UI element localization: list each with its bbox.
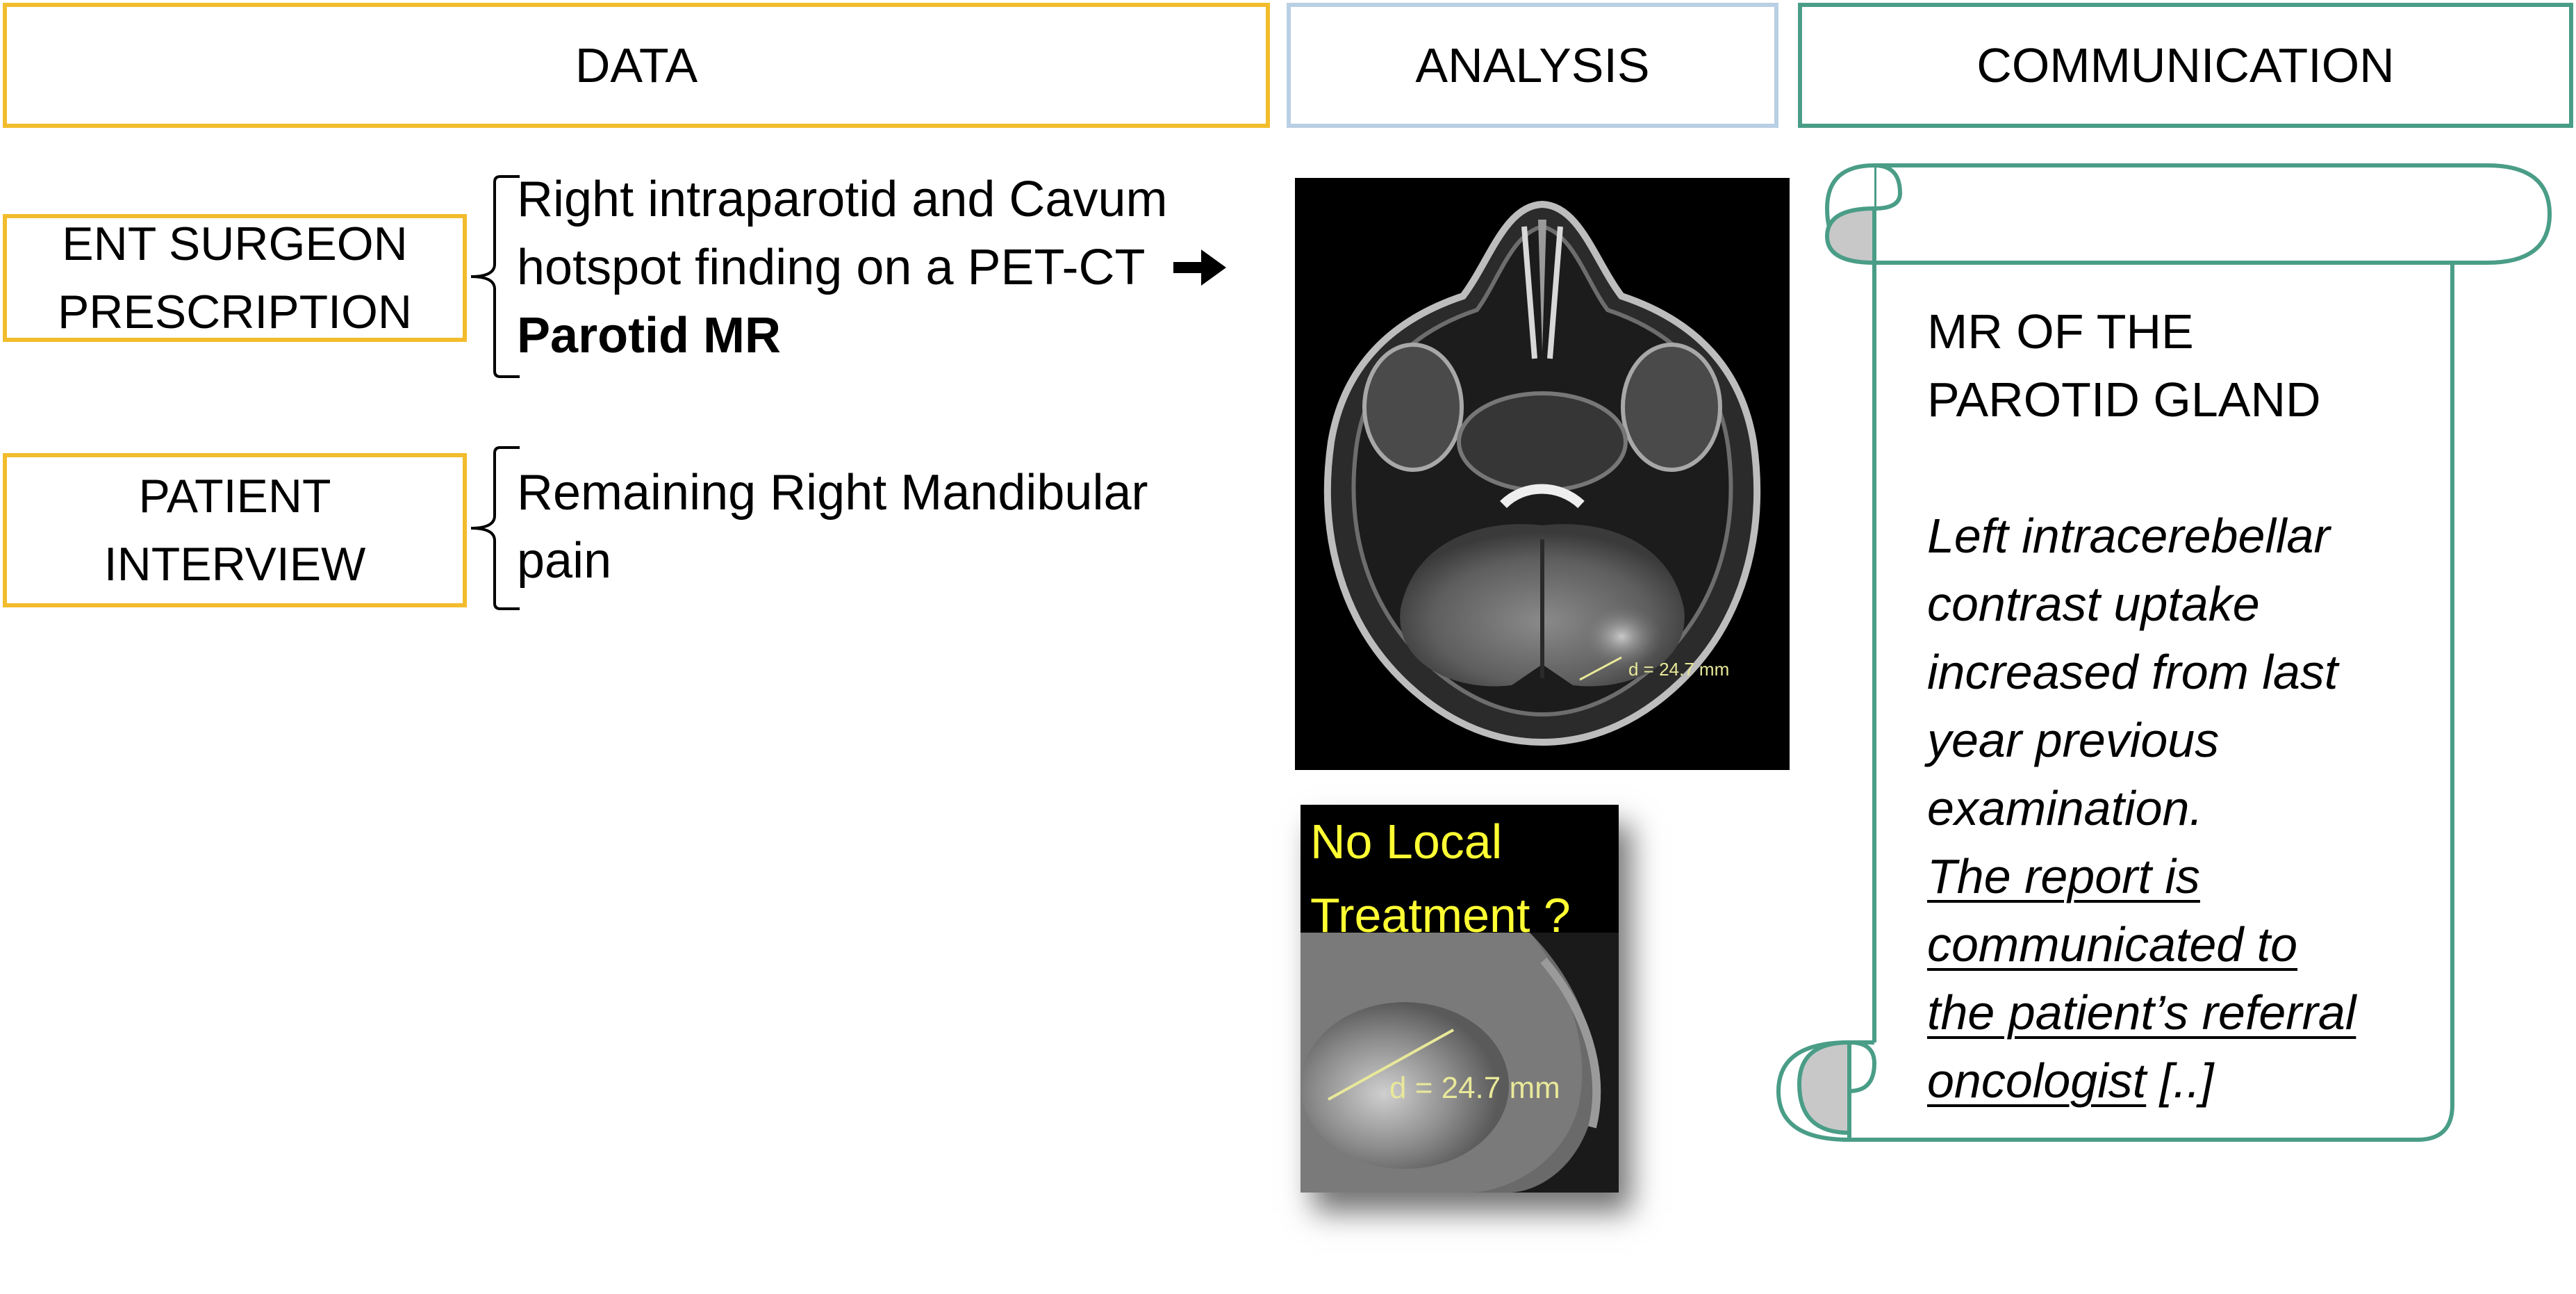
communicated-line: the patient’s referral: [1927, 985, 2356, 1040]
patient-interview-detail: Remaining Right Mandibular pain: [517, 459, 1281, 595]
findings-line: year previous: [1927, 713, 2220, 767]
mri-axial-image: d = 24.7 mm: [1295, 178, 1790, 770]
data-header: DATA: [3, 3, 1270, 128]
brace-icon: [470, 175, 520, 378]
detail-line: Remaining Right Mandibular: [517, 465, 1148, 521]
detail-line: pain: [517, 533, 612, 589]
measurement-line: [1579, 656, 1622, 681]
report-title-line: MR OF THE: [1927, 304, 2194, 359]
analysis-header-label: ANALYSIS: [1415, 38, 1650, 92]
report-ellipsis: [..]: [2159, 1054, 2214, 1108]
detail-line: hotspot finding on a PET-CT: [517, 234, 1281, 302]
data-header-label: DATA: [575, 38, 698, 92]
zoom-measurement-line: [1328, 1029, 1454, 1101]
detail-line: Right intraparotid and Cavum: [517, 172, 1168, 227]
detail-line-bold: Parotid MR: [517, 308, 782, 363]
ent-prescription-detail: Right intraparotid and Cavum hotspot fin…: [517, 165, 1281, 370]
findings-line: contrast uptake: [1927, 577, 2260, 631]
zoomed-lesion-image: d = 24.7 mm: [1301, 933, 1619, 1193]
report-title-line: PAROTID GLAND: [1927, 372, 2321, 427]
zoomed-lesion-panel: No Local Treatment ? d = 24.7 mm: [1301, 805, 1619, 1193]
label-line: ENT SURGEON: [62, 218, 408, 270]
communication-header: COMMUNICATION: [1798, 3, 2573, 128]
right-arrow-icon: [1173, 249, 1227, 286]
label-line: PRESCRIPTION: [57, 286, 413, 338]
findings-line: Left intracerebellar: [1927, 509, 2330, 563]
findings-line: examination.: [1927, 781, 2203, 835]
zoom-caption: No Local Treatment ?: [1301, 805, 1619, 942]
communication-header-label: COMMUNICATION: [1976, 38, 2395, 92]
caption-line: No Local: [1310, 814, 1503, 869]
findings-line: increased from last: [1927, 645, 2338, 699]
zoom-measurement-text: d = 24.7 mm: [1389, 1071, 1560, 1105]
analysis-header: ANALYSIS: [1287, 3, 1778, 128]
patient-interview-box: PATIENT INTERVIEW: [3, 453, 467, 607]
label-line: PATIENT: [138, 470, 331, 523]
label-line: INTERVIEW: [104, 538, 366, 591]
communicated-line: oncologist: [1927, 1054, 2147, 1108]
report-spacer: [1927, 434, 2525, 502]
report-text: MR OF THE PAROTID GLAND Left intracerebe…: [1927, 297, 2525, 1115]
communicated-line: The report is: [1927, 849, 2200, 903]
brace-icon: [470, 446, 520, 610]
mri-measurement-text: d = 24.7 mm: [1628, 659, 1729, 680]
ent-surgeon-prescription-box: ENT SURGEON PRESCRIPTION: [3, 214, 467, 342]
communicated-line: communicated to: [1927, 917, 2298, 972]
report-scroll: [1776, 163, 2552, 1142]
